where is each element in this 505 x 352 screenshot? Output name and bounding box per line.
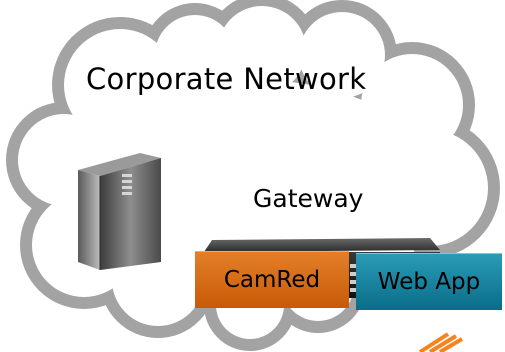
web-app-label: Web App xyxy=(377,269,481,295)
gateway-label: Gateway xyxy=(253,184,364,213)
camred-label: CamRed xyxy=(223,267,321,293)
orange-chevron-mark xyxy=(418,332,464,352)
cloud-title: Corporate Network xyxy=(86,62,367,96)
web-app-box: Web App xyxy=(356,253,502,310)
camred-box: CamRed xyxy=(195,251,349,308)
server-tower-icon xyxy=(78,153,161,270)
